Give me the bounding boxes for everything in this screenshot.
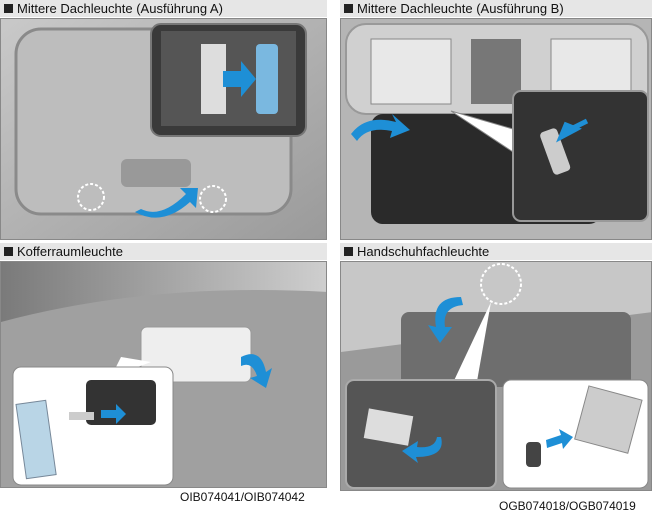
section-title: Kofferraumleuchte: [17, 244, 123, 259]
bullet-square-icon: [344, 247, 353, 256]
section-header-dome-light-b: Mittere Dachleuchte (Ausführung B): [340, 0, 652, 17]
figure-caption-right: OGB074018/OGB074019: [499, 499, 636, 513]
section-title: Mittere Dachleuchte (Ausführung A): [17, 1, 223, 16]
illustration-dome-light-b: [340, 18, 652, 240]
figure-caption-left: OIB074041/OIB074042: [180, 490, 305, 504]
illustration-glovebox-light: [340, 261, 652, 491]
section-header-dome-light-a: Mittere Dachleuchte (Ausführung A): [0, 0, 327, 17]
bullet-square-icon: [344, 4, 353, 13]
illustration-dome-light-a: [0, 18, 327, 240]
section-header-trunk-light: Kofferraumleuchte: [0, 243, 327, 260]
bullet-square-icon: [4, 247, 13, 256]
bullet-square-icon: [4, 4, 13, 13]
section-header-glovebox-light: Handschuhfachleuchte: [340, 243, 652, 260]
section-title: Handschuhfachleuchte: [357, 244, 490, 259]
illustration-trunk-light: [0, 261, 327, 488]
section-title: Mittere Dachleuchte (Ausführung B): [357, 1, 564, 16]
